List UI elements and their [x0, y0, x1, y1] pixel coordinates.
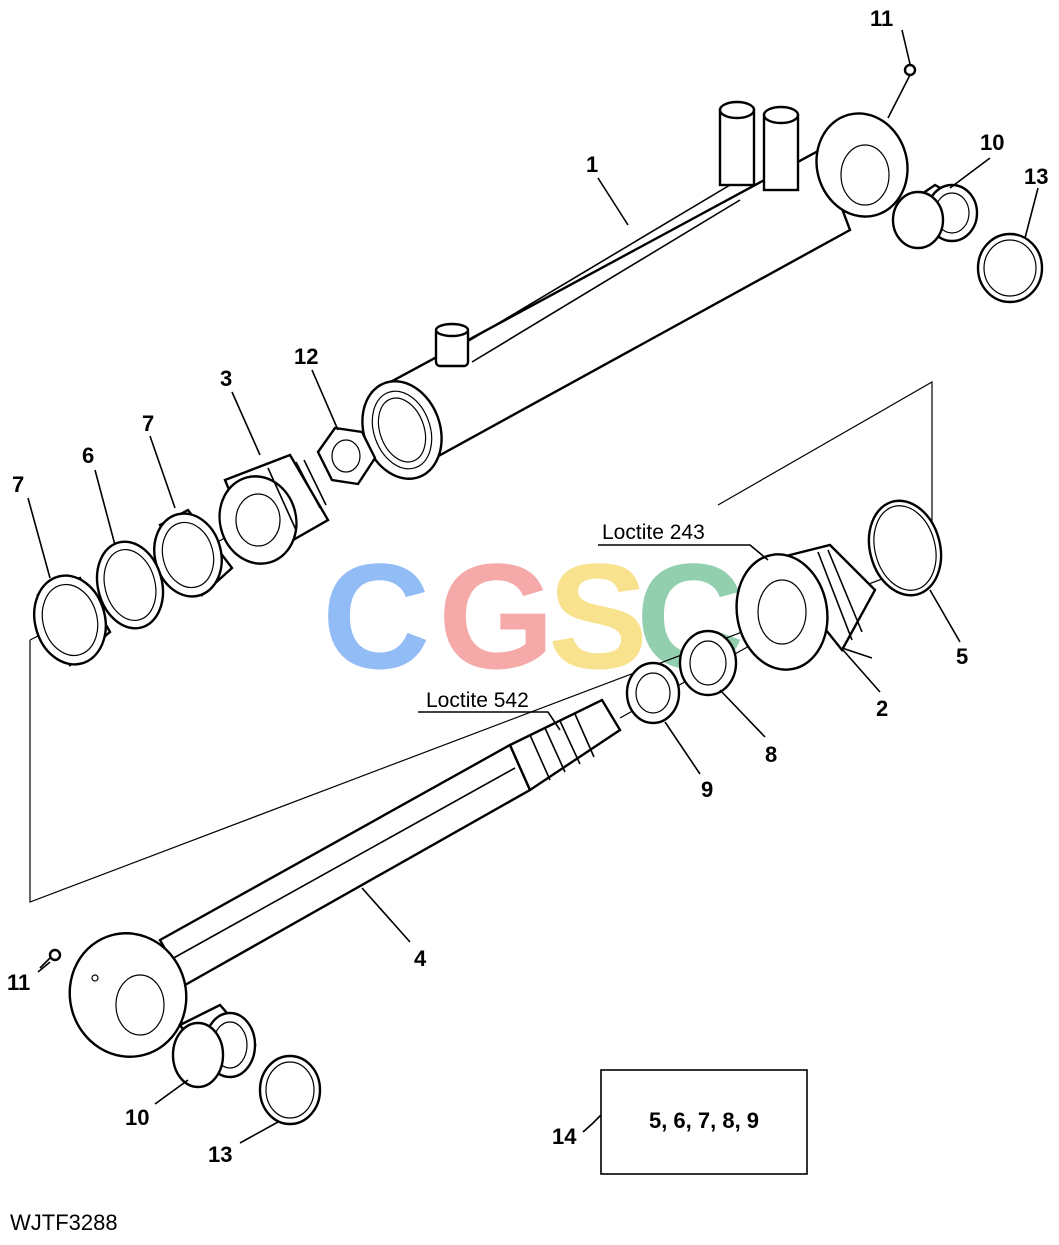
callout-9: 9	[701, 777, 713, 802]
callout-3: 3	[220, 366, 232, 391]
part-piston-rod	[68, 698, 622, 1058]
note-loctite-243: Loctite 243	[602, 521, 705, 544]
part-bushing-top	[891, 183, 979, 250]
part-bushing-bottom	[171, 1003, 257, 1089]
leader-lines	[27, 29, 1039, 1144]
watermark-letter-g: G	[438, 532, 555, 700]
callout-7-mid: 7	[142, 411, 154, 436]
watermark-letter-c1: C	[322, 532, 430, 700]
figure-id: WJTF3288	[10, 1210, 118, 1235]
callout-5: 5	[956, 644, 968, 669]
watermark-letter-s: S	[548, 532, 648, 700]
callout-10-top: 10	[980, 130, 1004, 155]
part-lock-nut	[316, 426, 377, 486]
callout-11-top: 11	[870, 6, 893, 31]
callout-1: 1	[586, 152, 598, 177]
part-grease-fitting-top	[887, 63, 917, 119]
callout-14: 14	[552, 1124, 577, 1149]
part-piston-seal	[95, 540, 165, 630]
part-snap-ring-top	[976, 232, 1044, 304]
part-wiper	[625, 661, 681, 725]
part-gland	[735, 543, 877, 671]
callout-11-bottom: 11	[7, 970, 30, 995]
part-rod-seal	[678, 629, 738, 697]
kit-contents: 5, 6, 7, 8, 9	[649, 1108, 759, 1133]
part-wear-ring-mid	[153, 508, 234, 598]
part-cylinder-barrel	[361, 100, 909, 480]
callout-13-bottom: 13	[208, 1142, 232, 1167]
callout-8: 8	[765, 742, 777, 767]
callout-10-bottom: 10	[125, 1105, 149, 1130]
part-wear-ring-left	[33, 574, 112, 667]
callout-12: 12	[294, 344, 318, 369]
callout-6: 6	[82, 443, 94, 468]
callout-4: 4	[414, 946, 427, 971]
callout-2: 2	[876, 696, 888, 721]
callout-7-left: 7	[12, 472, 24, 497]
part-o-ring	[867, 499, 943, 597]
kit-box: 5, 6, 7, 8, 9	[600, 1069, 808, 1175]
callout-13-top: 13	[1024, 164, 1048, 189]
part-snap-ring-bottom	[258, 1054, 322, 1126]
part-grease-fitting-bottom	[39, 948, 62, 969]
note-loctite-542: Loctite 542	[426, 689, 529, 712]
part-piston	[218, 453, 330, 565]
